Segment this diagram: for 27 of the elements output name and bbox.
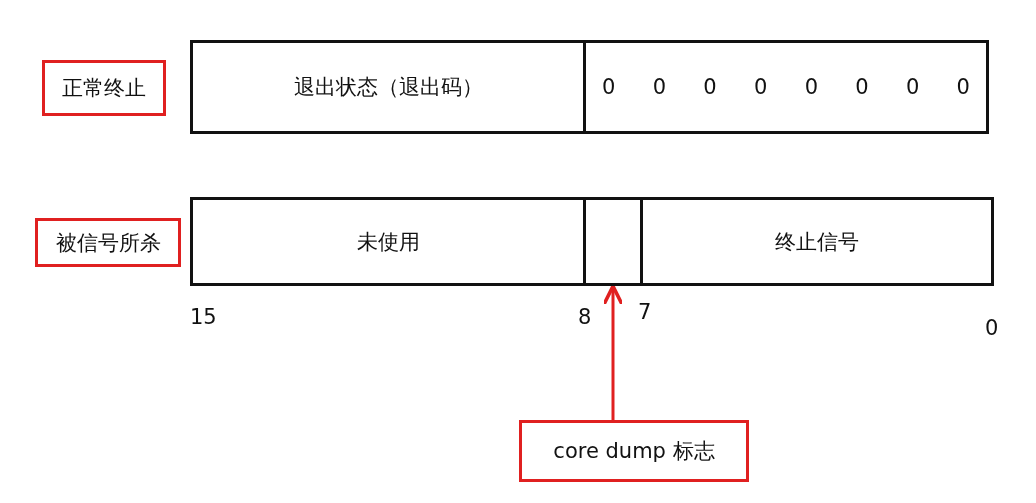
field-box — [190, 197, 586, 286]
label-box — [35, 218, 181, 267]
label-box — [42, 60, 166, 116]
bit-box — [583, 197, 643, 286]
bit-index: 15 — [190, 305, 217, 329]
arrow — [602, 284, 624, 420]
bit-value: 0 — [652, 75, 667, 99]
bits-box — [583, 40, 989, 134]
bit-index: 0 — [985, 316, 999, 340]
label-text: 未使用 — [356, 228, 420, 256]
bit-value: 0 — [703, 75, 717, 99]
bit-index: 8 — [578, 305, 592, 329]
field-box — [190, 40, 586, 134]
bit-value: 0 — [753, 75, 768, 99]
label-box — [519, 420, 749, 482]
label-text: 正常终止 — [62, 75, 146, 102]
label-text: 终止信号 — [775, 228, 859, 256]
bit-value: 0 — [804, 75, 818, 99]
bit-value: 0 — [905, 75, 920, 99]
bit-value: 0 — [956, 75, 970, 99]
label-text: 被信号所杀 — [55, 229, 161, 257]
label-text: 退出状态（退出码） — [293, 74, 483, 101]
field-box — [640, 197, 994, 286]
label-text: core dump 标志 — [553, 438, 715, 465]
bit-value: 0 — [602, 75, 616, 99]
bit-index: 7 — [638, 300, 652, 324]
bit-value: 0 — [855, 75, 869, 99]
